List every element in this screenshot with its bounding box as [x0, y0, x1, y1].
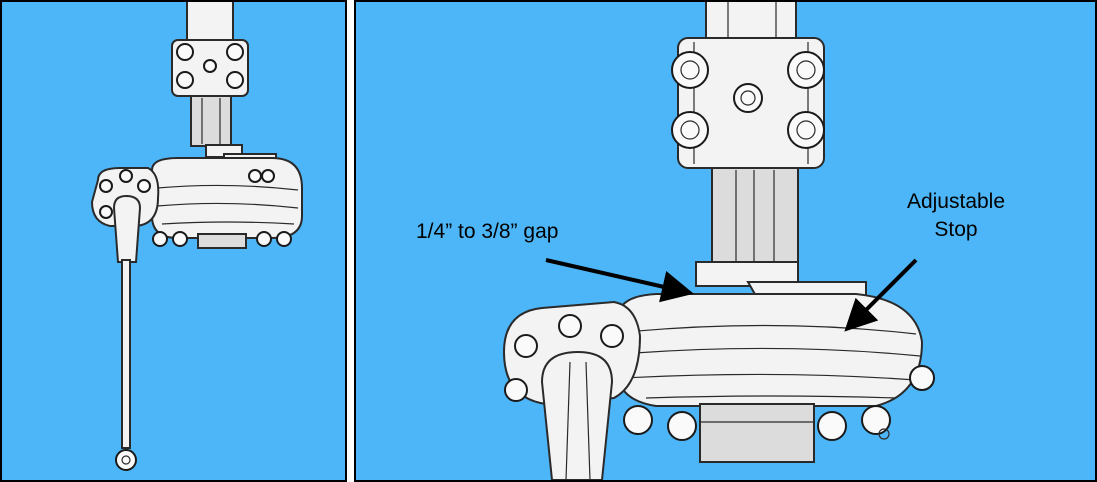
- stem-shaft: [705, 2, 797, 41]
- full-view-panel: [0, 0, 347, 482]
- body-bolts: [623, 365, 935, 441]
- flange-bolts: [99, 169, 151, 219]
- handle-rod: [121, 259, 131, 449]
- valve-closeup-drawing: [502, 2, 935, 480]
- stop-arrow: [844, 258, 918, 332]
- handle-elbow: [112, 194, 142, 263]
- valve-bottom-port: [699, 403, 815, 463]
- handle-end-ring: [115, 449, 137, 471]
- coupling-bolts: [176, 43, 244, 89]
- body-bolts: [152, 169, 292, 247]
- valve-bottom-port: [197, 233, 247, 249]
- adjustable-stop-callout-label: Adjustable Stop: [896, 188, 1016, 244]
- closeup-view-panel: 1/4” to 3/8” gap Adjustable Stop: [354, 0, 1097, 482]
- stem-shaft: [186, 2, 234, 43]
- gap-arrow: [545, 258, 694, 303]
- gap-callout-label: 1/4” to 3/8” gap: [416, 220, 559, 243]
- adjustable-stop-line1: Adjustable: [906, 190, 1006, 213]
- valve-body: [151, 157, 303, 239]
- adjustable-stop-line2: Stop: [934, 218, 978, 241]
- coupling-bolts: [671, 51, 825, 149]
- valve-assembly-full-drawing: [90, 2, 303, 471]
- handle-elbow: [540, 350, 614, 480]
- flange-bolts: [504, 314, 624, 402]
- valve-body: [617, 293, 924, 407]
- lower-stem: [190, 95, 232, 147]
- lower-stem: [711, 167, 799, 265]
